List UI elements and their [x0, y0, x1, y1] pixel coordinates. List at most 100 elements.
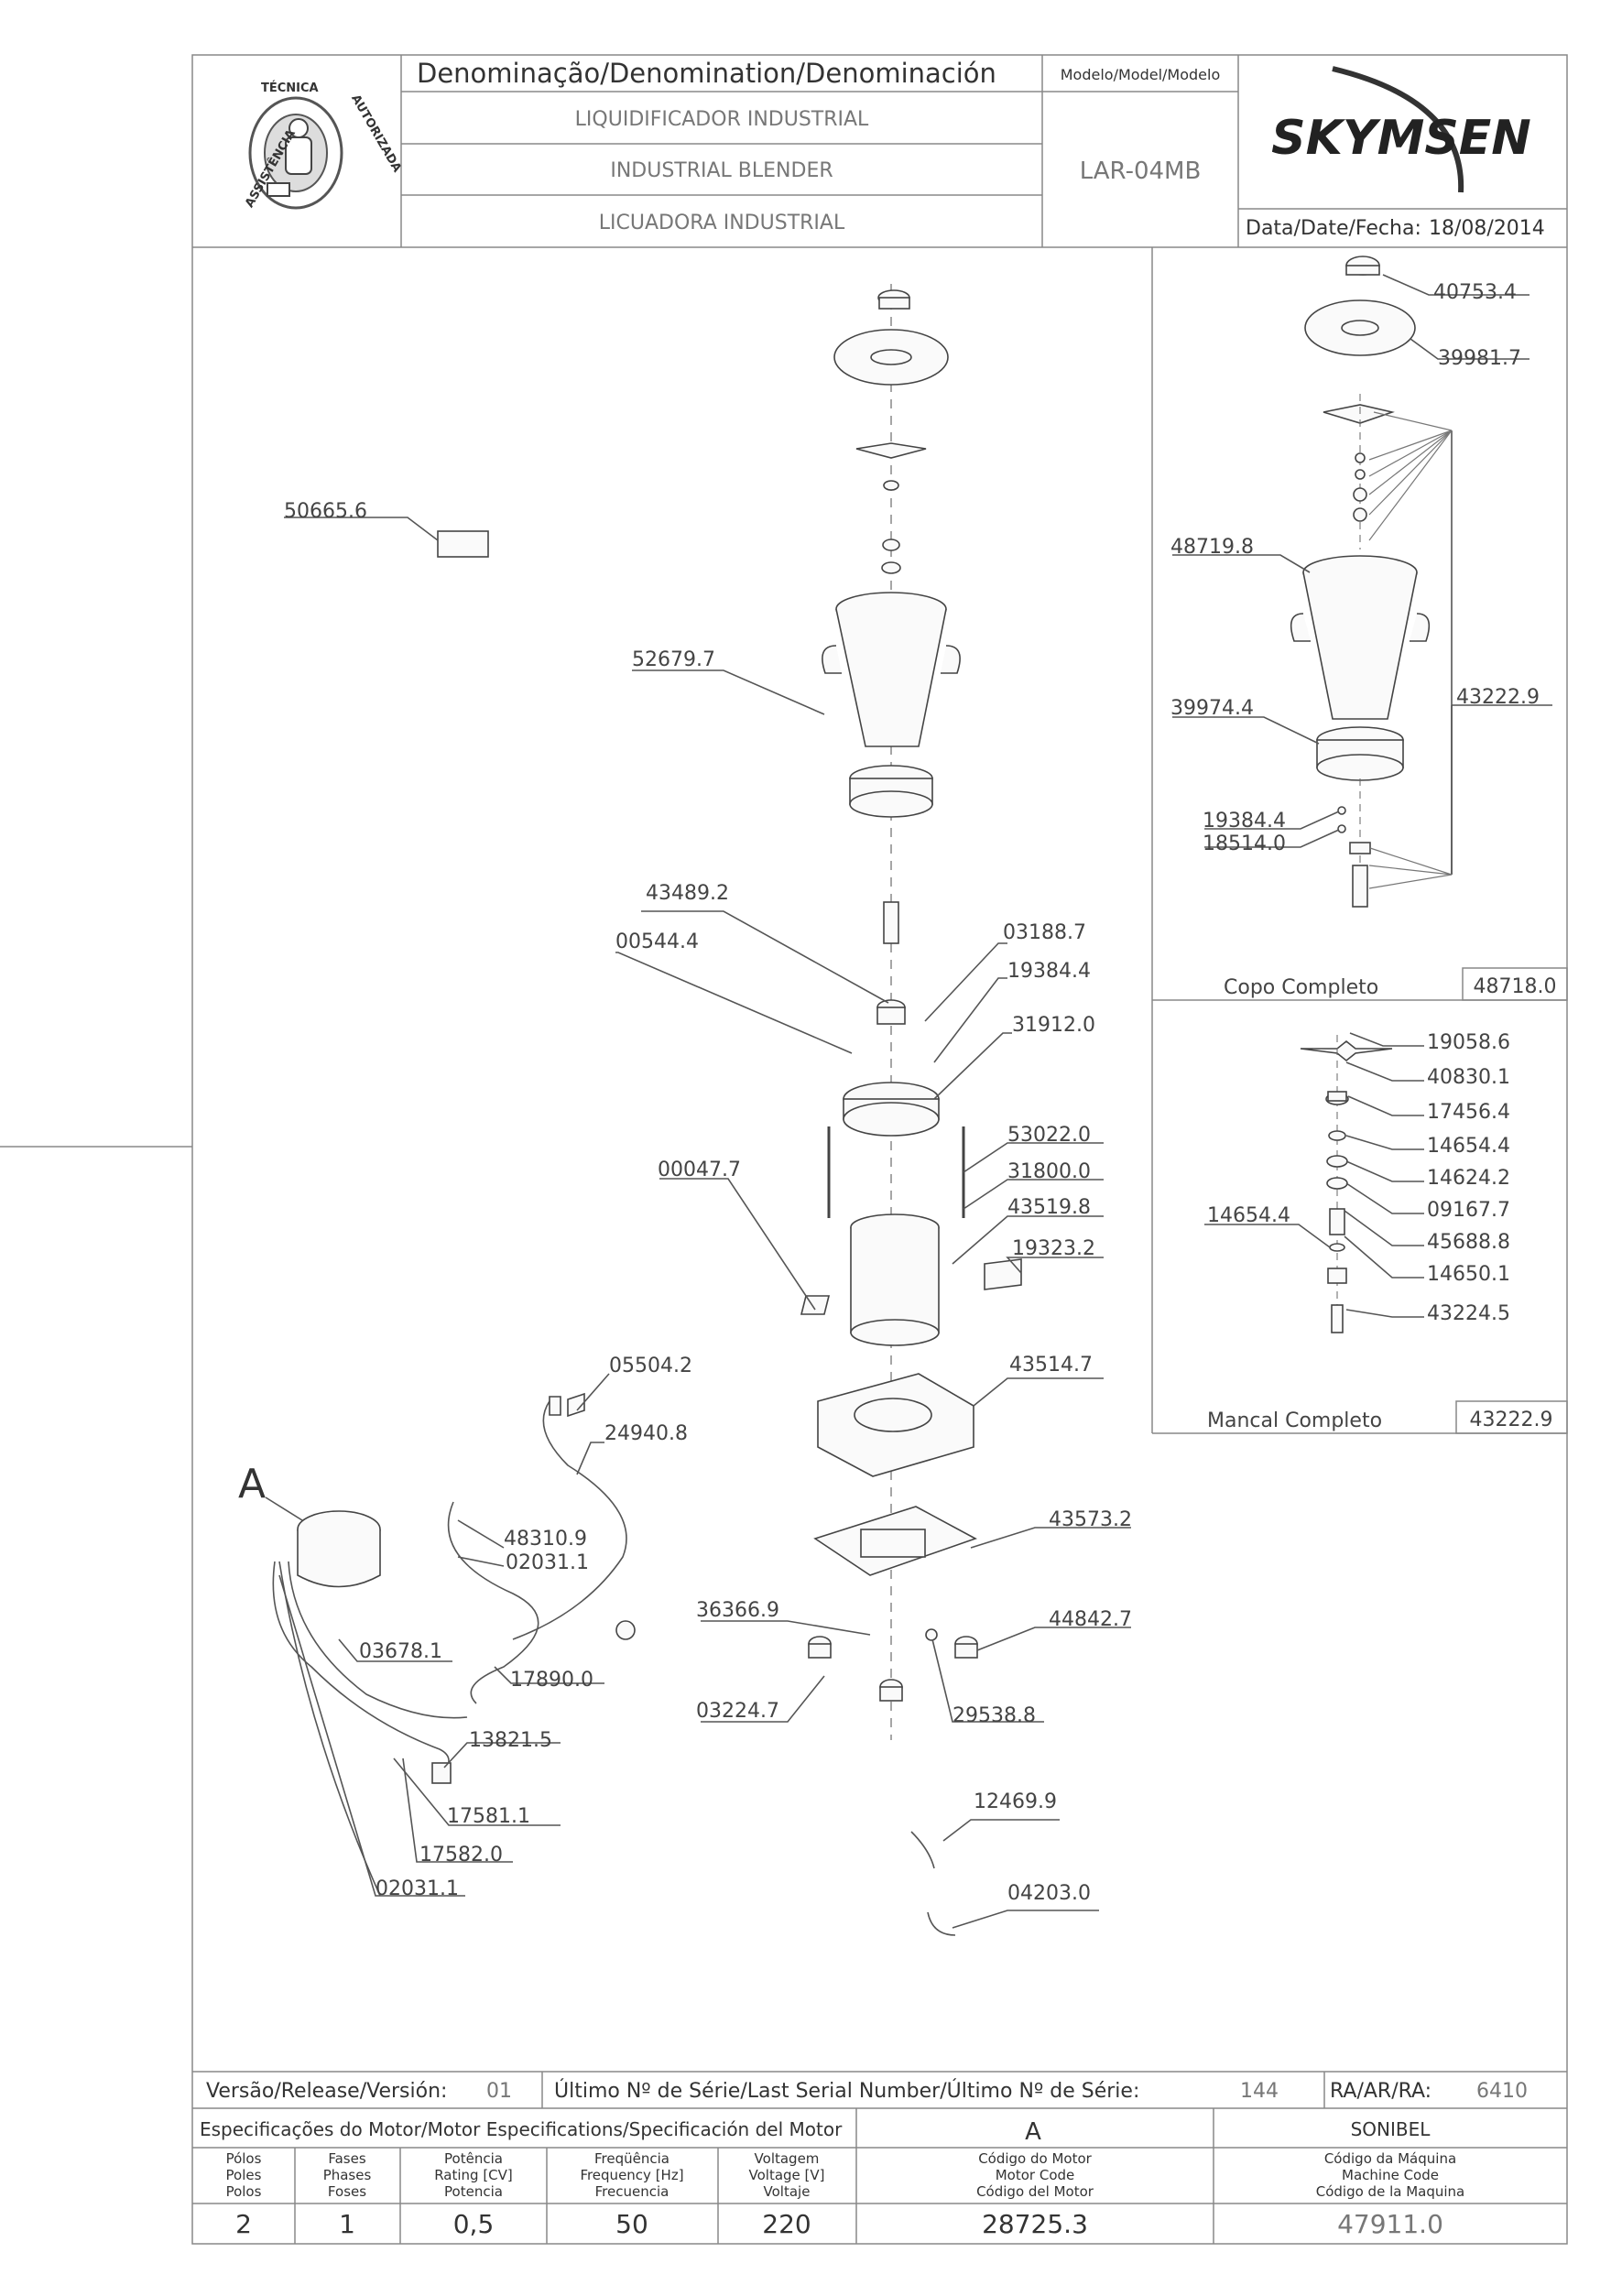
label-02031-1-upper: 02031.1	[506, 1551, 589, 1574]
col-motor-code-en: Motor Code	[996, 2167, 1075, 2183]
col-phases-pt: Fases	[328, 2150, 365, 2167]
label-43573-2: 43573.2	[1049, 1508, 1132, 1531]
col-machine-code-pt: Código da Máquina	[1324, 2150, 1456, 2167]
label-50665-6: 50665.6	[284, 500, 367, 523]
motor-spec-label: Especificações do Motor/Motor Especifica…	[200, 2118, 843, 2140]
model-label: Modelo/Model/Modelo	[1061, 66, 1220, 83]
col-voltage-pt: Voltagem	[755, 2150, 820, 2167]
seal-text-right: AUTORIZADA	[348, 92, 404, 175]
label-18514-0: 18514.0	[1203, 832, 1286, 855]
col-poles-en: Poles	[226, 2167, 262, 2183]
label-17456-4: 17456.4	[1427, 1101, 1510, 1124]
footer-table: Versão/Release/Versión: 01 Último Nº de …	[192, 2071, 1567, 2244]
label-17582-0: 17582.0	[419, 1844, 503, 1866]
col-voltage-es: Voltaje	[764, 2183, 811, 2200]
label-39981-7: 39981.7	[1438, 347, 1521, 370]
date-label: Data/Date/Fecha:	[1246, 217, 1421, 240]
label-52679-7: 52679.7	[632, 648, 715, 671]
mancal-completo-panel: 19058.6 40830.1 17456.4 14654.4 14624.2 …	[1152, 1031, 1568, 1434]
mancal-title: Mancal Completo	[1207, 1409, 1382, 1432]
label-40753-4: 40753.4	[1433, 281, 1517, 304]
label-19058-6: 19058.6	[1427, 1031, 1510, 1054]
value-machine-code: 47911.0	[1337, 2209, 1443, 2239]
label-53022-0: 53022.0	[1007, 1124, 1091, 1147]
motor-type: A	[1025, 2118, 1041, 2146]
value-motor-code: 28725.3	[982, 2209, 1088, 2239]
label-19323-2: 19323.2	[1012, 1237, 1095, 1260]
model-value: LAR-04MB	[1080, 158, 1202, 185]
label-00544-4: 00544.4	[615, 930, 699, 953]
name-es: LICUADORA INDUSTRIAL	[599, 212, 845, 234]
label-17581-1: 17581.1	[447, 1805, 530, 1828]
label-48719-8: 48719.8	[1170, 536, 1254, 559]
brand-logo: SKYMSEN	[1271, 66, 1531, 193]
copo-title: Copo Completo	[1224, 976, 1378, 999]
value-voltage: 220	[762, 2209, 811, 2239]
col-freq-pt: Freqüência	[594, 2150, 669, 2167]
label-36366-9: 36366.9	[696, 1599, 779, 1622]
label-03188-7: 03188.7	[1003, 921, 1086, 944]
col-machine-code-en: Machine Code	[1342, 2167, 1439, 2183]
name-pt: LIQUIDIFICADOR INDUSTRIAL	[575, 108, 869, 131]
version-label: Versão/Release/Versión:	[206, 2080, 447, 2103]
label-13821-5: 13821.5	[469, 1729, 552, 1752]
label-31800-0: 31800.0	[1007, 1160, 1091, 1183]
label-19384-4: 19384.4	[1007, 960, 1091, 983]
label-14654-4: 14654.4	[1427, 1135, 1510, 1158]
label-45688-8: 45688.8	[1427, 1231, 1510, 1254]
col-voltage-en: Voltage [V]	[749, 2167, 825, 2183]
label-00047-7: 00047.7	[658, 1159, 741, 1181]
mancal-code: 43222.9	[1470, 1409, 1553, 1431]
label-14654-4-left: 14654.4	[1207, 1204, 1290, 1227]
label-40830-1: 40830.1	[1427, 1066, 1510, 1089]
label-03678-1: 03678.1	[359, 1640, 442, 1663]
label-09167-7: 09167.7	[1427, 1199, 1510, 1222]
col-power-pt: Potência	[444, 2150, 503, 2167]
label-14650-1: 14650.1	[1427, 1263, 1510, 1286]
col-poles-es: Polos	[226, 2183, 262, 2200]
drawing-border	[191, 54, 1568, 2245]
label-03224-7: 03224.7	[696, 1700, 779, 1723]
label-04203-0: 04203.0	[1007, 1882, 1091, 1905]
main-exploded-view: 50665.6 52679.7 43489.2 00544.4 03188.7 …	[238, 284, 1132, 1936]
version-value: 01	[486, 2080, 512, 2103]
value-poles: 2	[235, 2209, 252, 2239]
label-31912-0: 31912.0	[1012, 1014, 1095, 1037]
col-freq-en: Frequency [Hz]	[580, 2167, 683, 2183]
col-phases-en: Phases	[323, 2167, 372, 2183]
svg-text:SKYMSEN: SKYMSEN	[1271, 111, 1531, 166]
serial-label: Último Nº de Série/Last Serial Number/Úl…	[554, 2079, 1139, 2103]
label-39974-4: 39974.4	[1170, 697, 1254, 720]
copo-code: 48718.0	[1474, 975, 1557, 998]
label-43224-5: 43224.5	[1427, 1302, 1510, 1325]
label-43519-8: 43519.8	[1007, 1196, 1091, 1219]
label-02031-1-lower: 02031.1	[376, 1877, 459, 1900]
col-motor-code-pt: Código do Motor	[978, 2150, 1092, 2167]
ra-label: RA/AR/RA:	[1330, 2080, 1431, 2103]
col-power-en: Rating [CV]	[434, 2167, 513, 2183]
label-43489-2: 43489.2	[646, 882, 729, 905]
label-24940-8: 24940.8	[604, 1422, 688, 1445]
value-power: 0,5	[453, 2209, 495, 2239]
title-block: ASSISTÊNCIA TÉCNICA AUTORIZADA Denominaç…	[192, 55, 1567, 248]
label-44842-7: 44842.7	[1049, 1608, 1132, 1631]
value-frequency: 50	[615, 2209, 648, 2239]
label-17890-0: 17890.0	[510, 1669, 593, 1692]
authorized-service-seal	[248, 96, 343, 210]
col-phases-es: Foses	[328, 2183, 366, 2200]
motor-letter-a: A	[238, 1461, 266, 1507]
label-12469-9: 12469.9	[974, 1790, 1057, 1813]
label-19384-4-copo: 19384.4	[1203, 810, 1286, 832]
name-en: INDUSTRIAL BLENDER	[610, 159, 833, 182]
denomination-label: Denominação/Denomination/Denominación	[417, 58, 996, 89]
label-48310-9: 48310.9	[504, 1528, 587, 1551]
col-freq-es: Frecuencia	[595, 2183, 669, 2200]
col-poles-pt: Pólos	[226, 2150, 262, 2167]
col-motor-code-es: Código del Motor	[976, 2183, 1094, 2200]
value-phases: 1	[339, 2209, 355, 2239]
label-43222-9: 43222.9	[1456, 686, 1540, 709]
label-29538-8: 29538.8	[953, 1704, 1036, 1727]
col-power-es: Potencia	[444, 2183, 503, 2200]
label-14624-2: 14624.2	[1427, 1167, 1510, 1190]
